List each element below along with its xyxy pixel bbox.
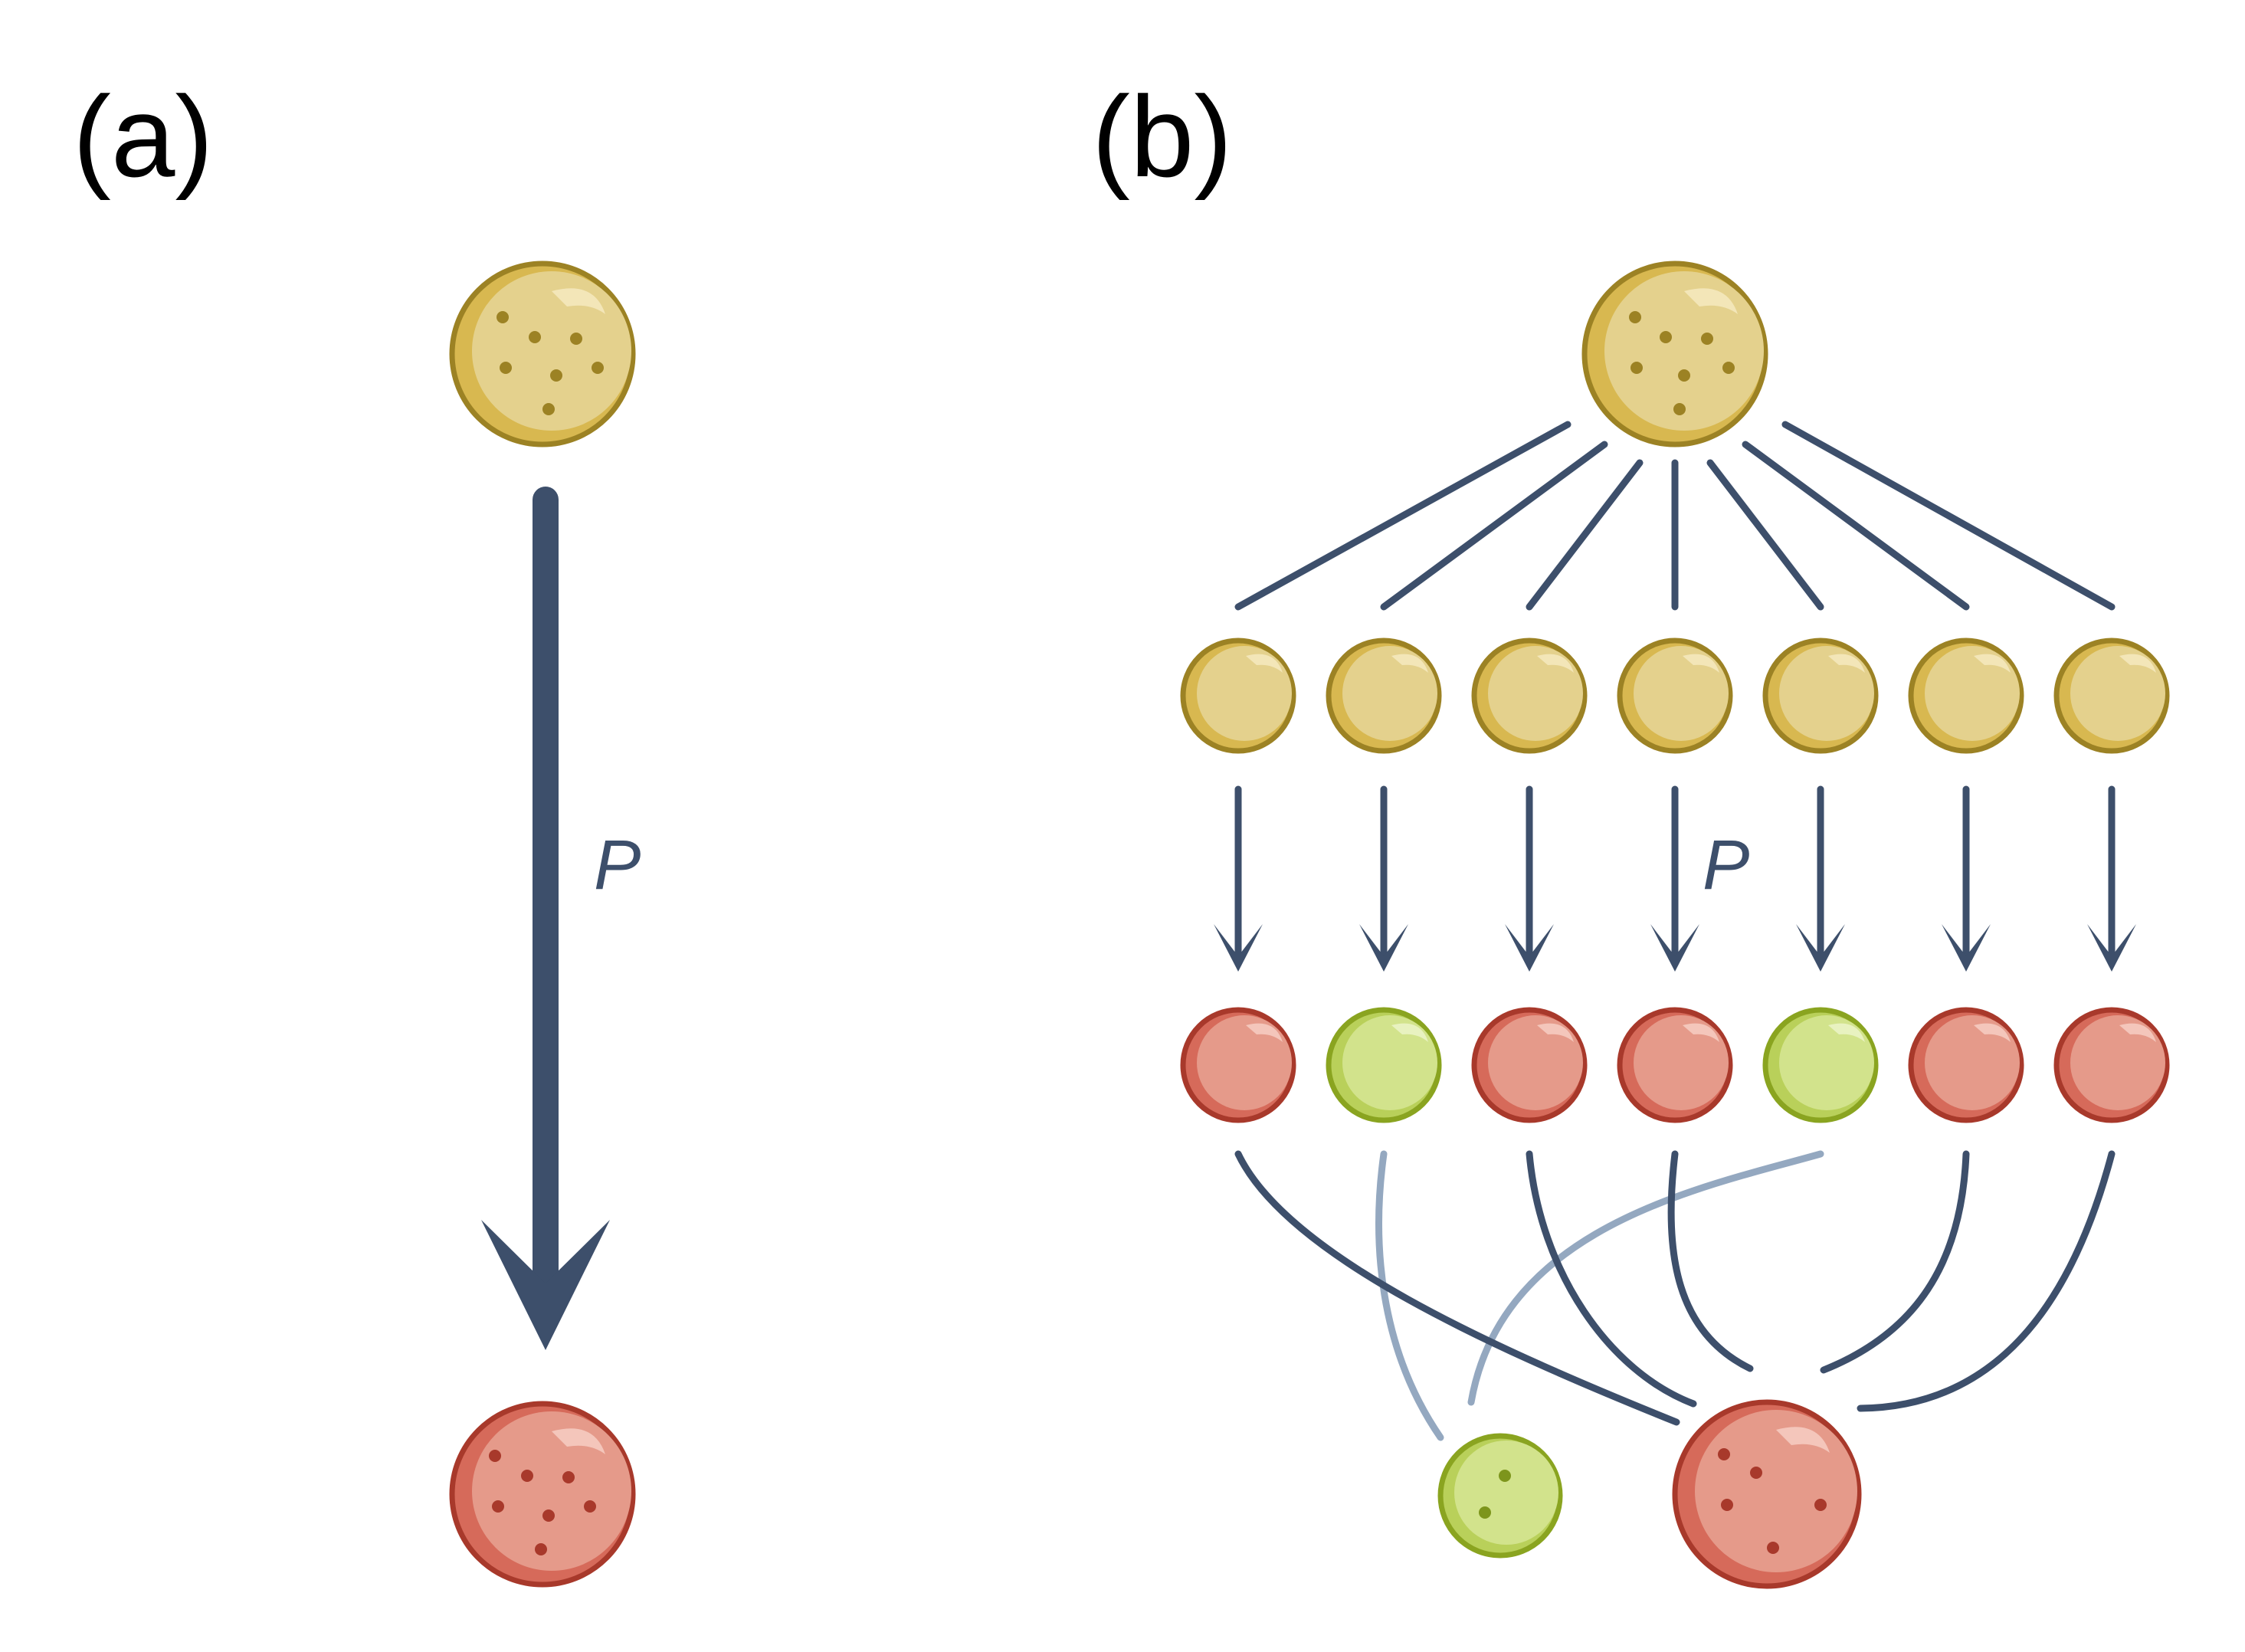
panel-b-red-result-cell (1672, 1399, 1862, 1589)
arrow-7 (2087, 785, 2136, 972)
curve-red-3 (1667, 1150, 1754, 1372)
red-cell-6 (1908, 1007, 2024, 1123)
yellow-cell-1 (1180, 638, 1296, 754)
yellow-cell-5 (1762, 638, 1879, 754)
panel-b: P (1180, 261, 2170, 1589)
red-cell-3 (1471, 1007, 1588, 1123)
arrow-1 (1214, 785, 1263, 972)
red-cell-4 (1617, 1007, 1733, 1123)
yellow-cell-6 (1908, 638, 2024, 754)
curve-green-2 (1467, 1150, 1824, 1406)
arrow-5 (1796, 785, 1845, 972)
panel-b-yellow-row (1180, 638, 2170, 754)
panel-a-source-cell (449, 261, 636, 447)
panel-b-label: (b) (1092, 72, 1232, 201)
green-cell-5 (1762, 1007, 1879, 1123)
red-cell-1 (1180, 1007, 1296, 1123)
panel-a-p-label: P (594, 826, 641, 904)
curve-green-1 (1375, 1150, 1444, 1441)
arrow-4 (1650, 785, 1699, 972)
green-cell-2 (1326, 1007, 1442, 1123)
red-cell-7 (2053, 1007, 2170, 1123)
curve-red-5 (1857, 1150, 2116, 1412)
curve-red-4 (1820, 1150, 1970, 1374)
yellow-cell-7 (2053, 638, 2170, 754)
panel-b-converging-curves (1234, 1150, 2116, 1441)
panel-a: P (449, 261, 641, 1588)
yellow-cell-3 (1471, 638, 1588, 754)
panel-a-target-cell (449, 1401, 636, 1588)
arrow-3 (1505, 785, 1554, 972)
panel-b-colored-row (1180, 1007, 2170, 1123)
arrow-2 (1359, 785, 1408, 972)
panel-b-fan-lines (1234, 421, 2116, 611)
panel-b-source-cell (1581, 261, 1768, 447)
yellow-cell-2 (1326, 638, 1442, 754)
curve-red-2 (1526, 1150, 1697, 1408)
panel-a-label: (a) (73, 72, 213, 201)
curve-red-1 (1234, 1150, 1680, 1426)
panel-b-p-label: P (1703, 826, 1749, 904)
arrow-6 (1942, 785, 1991, 972)
panel-a-arrow-head (481, 1220, 610, 1350)
panel-b-arrow-row (1214, 785, 2136, 972)
panel-b-green-result-cell (1437, 1433, 1563, 1559)
yellow-cell-4 (1617, 638, 1733, 754)
